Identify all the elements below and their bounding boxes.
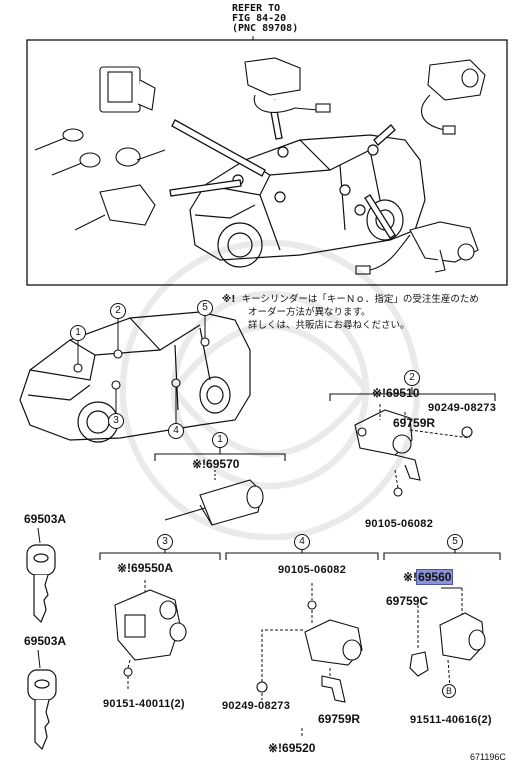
- figure-code: 671196C: [470, 752, 506, 762]
- group-4-number: 4: [294, 534, 310, 550]
- component-sketches-top: [34, 57, 486, 275]
- part-90151-40011[interactable]: 90151-40011(2): [103, 698, 185, 710]
- part-69520[interactable]: ※!69520: [268, 741, 316, 755]
- group-5-number: 5: [447, 534, 463, 550]
- part-90105-06082-g2[interactable]: 90105-06082: [365, 518, 434, 530]
- callout-3[interactable]: 3: [108, 413, 124, 429]
- part-69503A-key-1[interactable]: 69503A: [24, 512, 67, 526]
- refer-label[interactable]: REFER TO FIG 84-20 (PNC 89708): [232, 4, 298, 34]
- car-callout-illustration: [19, 311, 251, 443]
- cylinder-69510-sketch: [354, 409, 473, 497]
- note-line-3: 詳しくは、共販店にお尋ねください。: [248, 320, 410, 331]
- part-69560[interactable]: ※!69560: [403, 569, 454, 585]
- refer-line-2: FIG 84-20: [232, 13, 287, 24]
- note-line-2: オーダー方法が異なります。: [248, 307, 371, 318]
- cylinder-69520-sketch: [256, 600, 363, 703]
- part-69510[interactable]: ※!69510: [372, 386, 420, 400]
- group-1-number: 1: [212, 432, 228, 448]
- watermark-seal: [119, 239, 421, 541]
- key-sketches: [26, 544, 57, 751]
- refer-line-3: (PNC 89708): [232, 23, 299, 34]
- part-91511-40616[interactable]: 91511-40616(2): [410, 714, 492, 726]
- part-69759R-g4[interactable]: 69759R: [318, 712, 361, 726]
- part-69503A-key-2[interactable]: 69503A: [24, 634, 67, 648]
- part-69550A[interactable]: ※!69550A: [117, 561, 174, 575]
- callout-1[interactable]: 1: [70, 325, 86, 341]
- note-mark: ※!: [222, 294, 236, 305]
- callout-4[interactable]: 4: [168, 423, 184, 439]
- part-69570[interactable]: ※!69570: [192, 457, 240, 471]
- order-note: ※! キーシリンダーは「キーＮｏ．指定」の受注生産のため オーダー方法が異なりま…: [222, 293, 479, 332]
- group-3-number: 3: [157, 534, 173, 550]
- group-2-number: 2: [404, 370, 420, 386]
- callout-5[interactable]: 5: [197, 300, 213, 316]
- part-90249-08273-g2[interactable]: 90249-08273: [428, 402, 497, 414]
- part-69560-prefix: ※!: [403, 570, 418, 584]
- refer-line-1: REFER TO: [232, 3, 281, 14]
- cylinder-69570-sketch: [164, 470, 264, 526]
- ref-b-marker: B: [442, 684, 456, 698]
- part-90249-08273-g4[interactable]: 90249-08273: [222, 700, 291, 712]
- cylinder-69550A-sketch: [114, 589, 187, 677]
- part-90105-06082-g4[interactable]: 90105-06082: [278, 564, 347, 576]
- part-69759R-g2[interactable]: 69759R: [393, 416, 436, 430]
- note-line-1: キーシリンダーは「キーＮｏ．指定」の受注生産のため: [241, 294, 479, 305]
- part-69759C[interactable]: 69759C: [386, 594, 429, 608]
- cylinder-69560-sketch: [409, 612, 486, 677]
- part-69560-highlight: 69560: [416, 569, 454, 585]
- callout-2[interactable]: 2: [110, 303, 126, 319]
